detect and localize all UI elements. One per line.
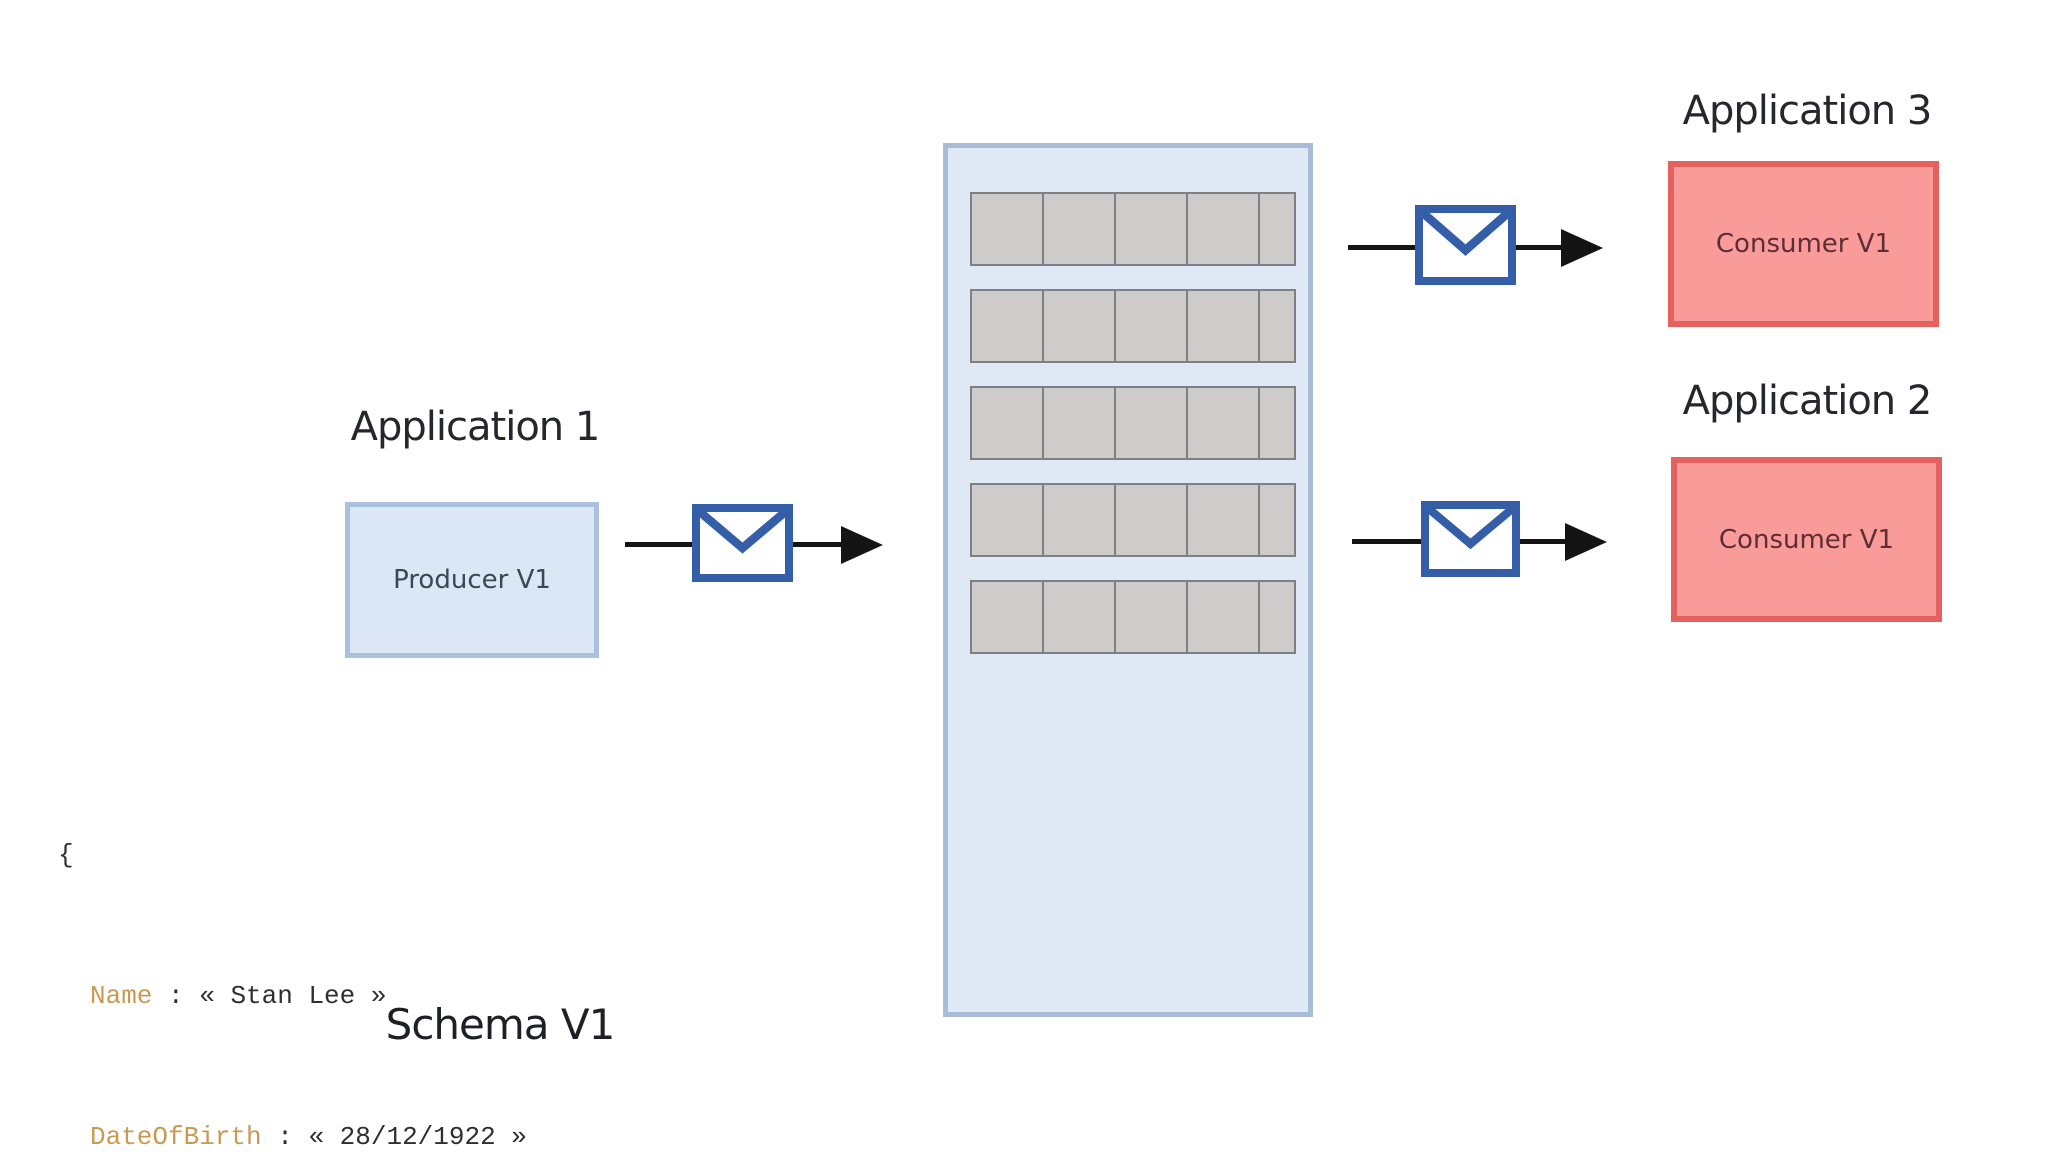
schema-open-brace: { <box>58 840 74 870</box>
schema-key: DateOfBirth <box>90 1122 262 1152</box>
application-1-title: Application 1 <box>350 404 601 450</box>
producer-box: Producer V1 <box>345 502 599 658</box>
topic-to-app2-arrow-head <box>1565 523 1607 561</box>
message-cell <box>972 291 1042 361</box>
message-cell <box>1042 291 1114 361</box>
schema-key: Name <box>90 981 153 1011</box>
message-batch-row <box>970 192 1296 266</box>
envelope-flap-icon <box>1429 509 1512 550</box>
schema-value: « Stan Lee » <box>199 981 387 1011</box>
schema-version-caption: Schema V1 <box>385 1000 616 1049</box>
message-envelope-icon <box>1421 501 1520 577</box>
message-cell <box>972 582 1042 652</box>
message-cell <box>1042 485 1114 555</box>
schema-separator: : <box>261 1122 309 1152</box>
message-cell <box>972 388 1042 458</box>
message-batch-row <box>970 580 1296 654</box>
application-3-title: Application 3 <box>1682 88 1933 134</box>
application-2-title: Application 2 <box>1682 378 1933 424</box>
message-cell <box>1186 194 1258 264</box>
consumer-box-label: Consumer V1 <box>1715 229 1892 259</box>
consumer-box-application-2: Consumer V1 <box>1671 457 1942 622</box>
message-cell <box>1114 291 1186 361</box>
consumer-box-label: Consumer V1 <box>1718 524 1895 555</box>
message-batch-row <box>970 483 1296 557</box>
message-cell <box>1042 582 1114 652</box>
schema-field-name: Name : « Stan Lee » <box>58 973 527 1020</box>
schema-json-example: { Name : « Stan Lee » DateOfBirth : « 28… <box>58 738 527 1152</box>
message-cell <box>1186 388 1258 458</box>
message-cell <box>972 485 1042 555</box>
message-cell <box>1186 582 1258 652</box>
message-envelope-icon <box>1415 205 1516 285</box>
message-cell <box>1042 388 1114 458</box>
message-cell <box>1186 485 1258 555</box>
message-envelope-icon <box>692 504 793 582</box>
message-cell <box>1114 485 1186 555</box>
message-batch-row <box>970 386 1296 460</box>
message-cell <box>1258 291 1294 361</box>
message-cell <box>1258 194 1294 264</box>
message-cell <box>1186 291 1258 361</box>
message-cell <box>1114 194 1186 264</box>
schema-separator: : <box>152 981 200 1011</box>
message-cell <box>1258 485 1294 555</box>
message-cell <box>1114 388 1186 458</box>
message-cell <box>1258 388 1294 458</box>
message-batch-row <box>970 289 1296 363</box>
envelope-flap-icon <box>700 512 785 554</box>
message-cell <box>972 194 1042 264</box>
message-cell <box>1114 582 1186 652</box>
schema-value: « 28/12/1922 » <box>308 1122 527 1152</box>
producer-to-topic-arrow-head <box>841 526 883 564</box>
consumer-box-application-3: Consumer V1 <box>1668 161 1939 327</box>
envelope-flap-icon <box>1423 213 1508 256</box>
topic-to-app3-arrow-head <box>1561 229 1603 267</box>
topic-partitions <box>943 143 1313 1017</box>
message-cell <box>1042 194 1114 264</box>
message-cell <box>1258 582 1294 652</box>
schema-field-dateofbirth: DateOfBirth : « 28/12/1922 » <box>58 1114 527 1152</box>
producer-box-label: Producer V1 <box>393 565 551 595</box>
